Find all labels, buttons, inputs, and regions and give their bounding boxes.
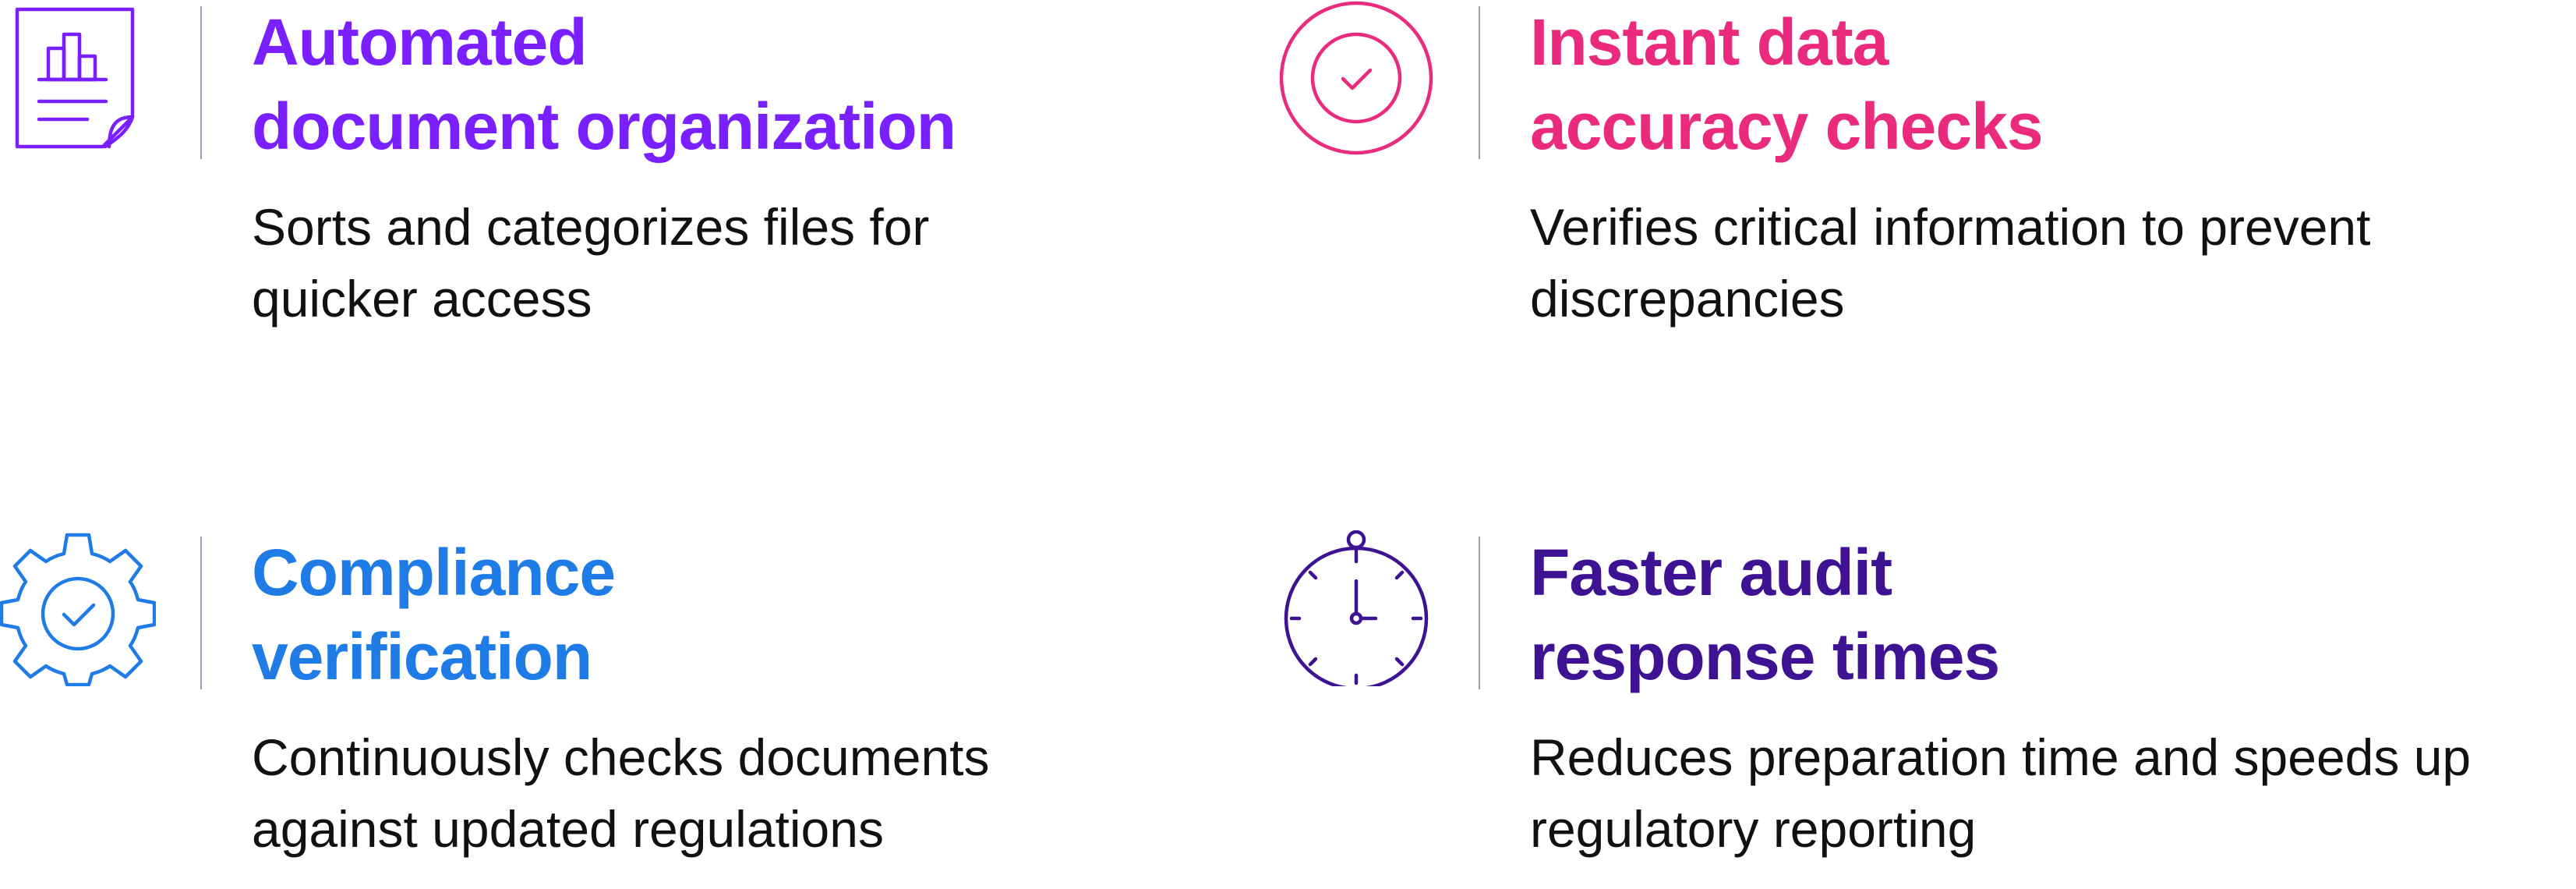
feature-title: Faster audit response times [1530,536,2000,693]
gear-check-icon [0,530,156,686]
feature-compliance-verification: Compliance verification Continuously che… [0,530,1169,889]
stopwatch-icon [1278,530,1434,686]
divider [1479,6,1480,159]
feature-title: Compliance verification [252,536,616,693]
feature-automated-document-organization: Automated document organization Sorts an… [0,0,1169,359]
feature-title: Instant data accuracy checks [1530,5,2044,163]
feature-description: Reduces preparation time and speeds up r… [1530,728,2472,858]
divider [1479,537,1480,689]
divider [200,6,202,159]
feature-faster-audit-response-times: Faster audit response times Reduces prep… [1278,530,2471,889]
feature-description: Sorts and categorizes files for quicker … [252,198,930,328]
document-chart-icon [0,0,156,156]
feature-title: Automated document organization [252,5,956,163]
divider [200,537,202,689]
feature-instant-data-accuracy-checks: Instant data accuracy checks Verifies cr… [1278,0,2447,359]
feature-description: Verifies critical information to prevent… [1530,198,2371,328]
feature-description: Continuously checks documents against up… [252,728,990,858]
circle-check-icon [1278,0,1434,156]
